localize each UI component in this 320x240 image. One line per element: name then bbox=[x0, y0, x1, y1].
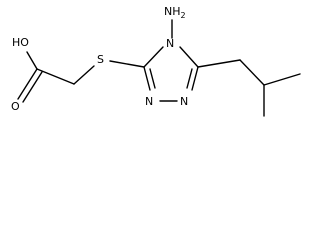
chemical-structure: HO O S NH2 N N N bbox=[11, 5, 301, 117]
atom-label-carbonyl-oxygen: O bbox=[11, 100, 20, 113]
atom-label-ring-n1: N bbox=[180, 95, 188, 108]
bond-c5-n1-b bbox=[186, 68, 193, 89]
bond-c5-ch2 bbox=[197, 59, 241, 68]
bond-ch2-ch bbox=[239, 59, 265, 86]
bond-c-ch2 bbox=[36, 68, 75, 85]
bond-c5-n1-a bbox=[191, 66, 199, 91]
atom-label-amino-subscript: 2 bbox=[181, 11, 186, 20]
atom-label-ring-n4: N bbox=[166, 37, 174, 50]
bond-ch-ch3-a bbox=[263, 73, 301, 86]
bond-c-o-double-a bbox=[17, 68, 38, 100]
bond-ch2-s bbox=[73, 65, 95, 85]
bond-n2-c3-a bbox=[143, 66, 151, 91]
bond-ho-c bbox=[26, 51, 38, 70]
atom-label-amino-nh: NH bbox=[164, 5, 181, 18]
bond-n2-c3-b bbox=[149, 68, 156, 89]
bond-c-o-double-b bbox=[22, 71, 43, 103]
atom-label-ring-n2: N bbox=[145, 95, 153, 108]
bond-n4-c5 bbox=[179, 46, 199, 68]
bonds bbox=[17, 19, 301, 117]
bond-s-c3 bbox=[109, 60, 145, 68]
atom-label-sulfur: S bbox=[97, 53, 104, 66]
atom-label-hydroxyl: HO bbox=[12, 36, 29, 49]
atom-labels: HO O S NH2 N N N bbox=[11, 5, 188, 113]
atom-label-amino: NH2 bbox=[164, 5, 186, 20]
bond-c3-n4 bbox=[143, 46, 164, 68]
